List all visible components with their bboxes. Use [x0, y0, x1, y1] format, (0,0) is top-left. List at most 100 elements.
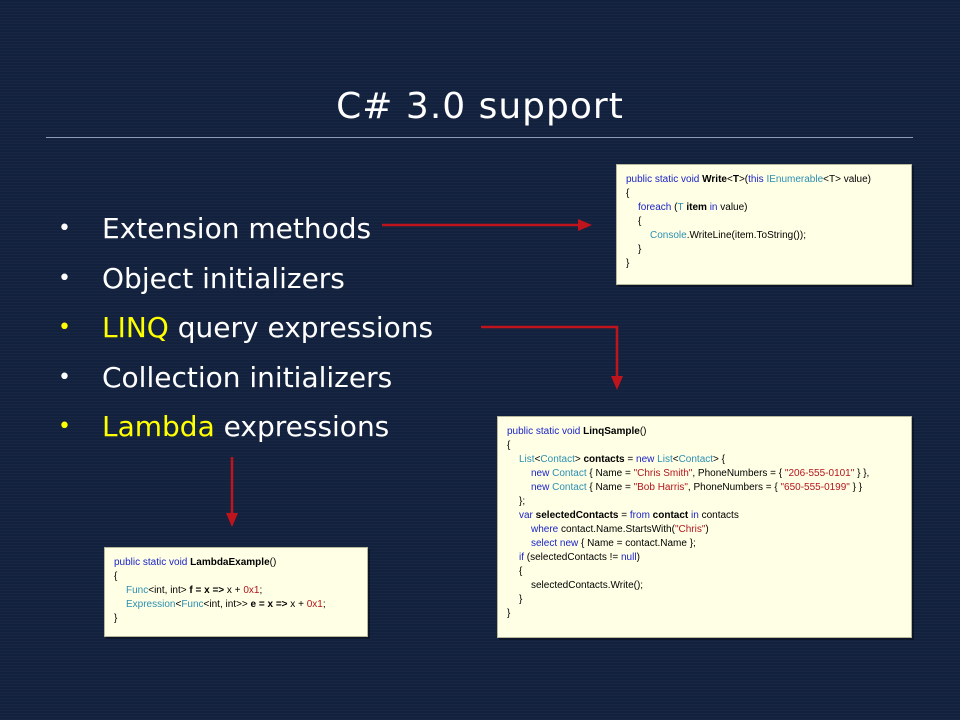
code-token: <int, int>> — [203, 599, 251, 610]
code-token: } — [114, 613, 118, 624]
code-token: { — [626, 188, 630, 199]
code-line: } — [626, 243, 902, 257]
arrowhead-lambda-icon — [226, 513, 238, 527]
bullet-dot-icon: • — [58, 315, 71, 341]
code-line: Console.WriteLine(item.ToString()); — [626, 229, 902, 243]
code-line: public static void Write<T>(this IEnumer… — [626, 173, 902, 187]
code-token: () — [269, 557, 277, 568]
bullet-dot-icon: • — [58, 216, 71, 241]
code-token: { — [638, 216, 642, 227]
bullet-highlight: Lambda — [102, 410, 215, 444]
bullet-dot-icon: • — [58, 414, 71, 440]
code-line: { — [626, 215, 902, 229]
code-token: (selectedContacts != — [524, 552, 621, 563]
code-token: } } — [849, 482, 863, 493]
code-line: { — [507, 439, 902, 453]
code-token: > — [574, 454, 584, 465]
bullet-item: •Collection initializers — [58, 357, 433, 407]
bullet-text: expressions — [214, 410, 390, 444]
code-token: x + — [224, 585, 244, 596]
title-divider — [46, 137, 913, 138]
code-token: List — [519, 454, 535, 465]
code-token: in — [706, 202, 721, 213]
code-line: Expression<Func<int, int>> e = x => x + … — [114, 598, 358, 612]
code-token: Contact — [678, 454, 714, 465]
code-line: { — [507, 565, 902, 579]
code-line: } — [114, 612, 358, 626]
code-line: where contact.Name.StartsWith("Chris") — [507, 523, 902, 537]
code-token: contacts — [583, 454, 625, 465]
code-token: } — [519, 594, 523, 605]
bullet-text: Collection initializers — [102, 360, 393, 394]
code-token: <T> — [823, 174, 844, 185]
code-token: } — [507, 608, 511, 619]
code-line: List<Contact> contacts = new List<Contac… — [507, 453, 902, 467]
code-token: , PhoneNumbers = { — [692, 468, 785, 479]
bullet-item: • Extension methods — [58, 208, 433, 258]
code-token: { Name = contact.Name }; — [578, 538, 696, 549]
code-token: contact — [649, 510, 689, 521]
bullet-item: •Object initializers — [58, 258, 433, 308]
code-token: ; — [322, 599, 326, 610]
code-token: LinqSample — [583, 426, 640, 437]
code-token: contact.Name.StartsWith( — [558, 524, 675, 535]
code-token: value) — [843, 174, 871, 185]
code-token: { — [507, 440, 511, 451]
code-line: if (selectedContacts != null) — [507, 551, 902, 565]
code-line: Func<int, int> f = x => x + 0x1; — [114, 584, 358, 598]
lambda-code-box: public static void LambdaExample(){Func<… — [104, 547, 368, 637]
code-token: ) — [705, 524, 709, 535]
code-line: } — [507, 593, 902, 607]
code-token: Contact — [540, 454, 575, 465]
code-token: >( — [738, 174, 749, 185]
code-token: < — [534, 454, 541, 465]
code-token: null — [621, 552, 637, 563]
code-token: > { — [713, 454, 726, 465]
bullet-text: Extension methods — [102, 212, 372, 245]
code-token: "206-555-0101" — [784, 468, 855, 479]
slide-title: C# 3.0 support — [336, 86, 624, 127]
code-token: e = x => — [250, 599, 288, 610]
code-token: { — [519, 566, 523, 577]
code-token: selectedContacts.Write(); — [531, 580, 644, 591]
bullet-item: •LINQ query expressions — [58, 307, 433, 357]
code-token: 0x1 — [306, 599, 323, 610]
bullet-list: •Extension methods •Object initializers … — [58, 208, 433, 456]
code-token: () — [639, 426, 647, 437]
code-token: } }, — [854, 468, 870, 479]
code-token: Console — [650, 230, 687, 241]
code-token: { Name = — [586, 482, 634, 493]
code-token: public static void — [507, 426, 584, 437]
code-token: item — [683, 202, 707, 213]
code-token: if — [519, 552, 524, 563]
bullet-text: query expressions — [168, 311, 434, 345]
code-line: { — [626, 187, 902, 201]
code-line: var selectedContacts = from contact in c… — [507, 509, 902, 523]
code-token: selectedContacts — [532, 510, 619, 521]
code-token: Contact — [549, 482, 587, 493]
code-token: where — [531, 524, 559, 535]
code-token: Write — [702, 174, 727, 185]
code-token: = — [624, 454, 637, 465]
code-line: }; — [507, 495, 902, 509]
code-token: f = x => — [189, 585, 225, 596]
code-line: } — [626, 257, 902, 271]
code-token: IEnumerable — [766, 174, 824, 185]
arrowhead-linq-icon — [611, 376, 623, 390]
bullet-text: Object initializers — [102, 261, 345, 295]
code-token: foreach — [638, 202, 672, 213]
code-token: ) — [636, 552, 640, 563]
code-token: select — [531, 538, 558, 549]
code-line: foreach (T item in value) — [626, 201, 902, 215]
extension-method-code-box: public static void Write<T>(this IEnumer… — [616, 164, 912, 285]
code-token: public static void — [114, 557, 191, 568]
code-token: , PhoneNumbers = { — [687, 482, 781, 493]
code-token: }; — [519, 496, 526, 507]
linq-code-box: public static void LinqSample(){List<Con… — [497, 416, 912, 638]
code-token: public static void — [626, 174, 703, 185]
code-token: ( — [671, 202, 678, 213]
code-token: <int, int> — [148, 585, 190, 596]
code-token: { — [114, 571, 118, 582]
code-token: .WriteLine(item.ToString()); — [686, 230, 806, 241]
